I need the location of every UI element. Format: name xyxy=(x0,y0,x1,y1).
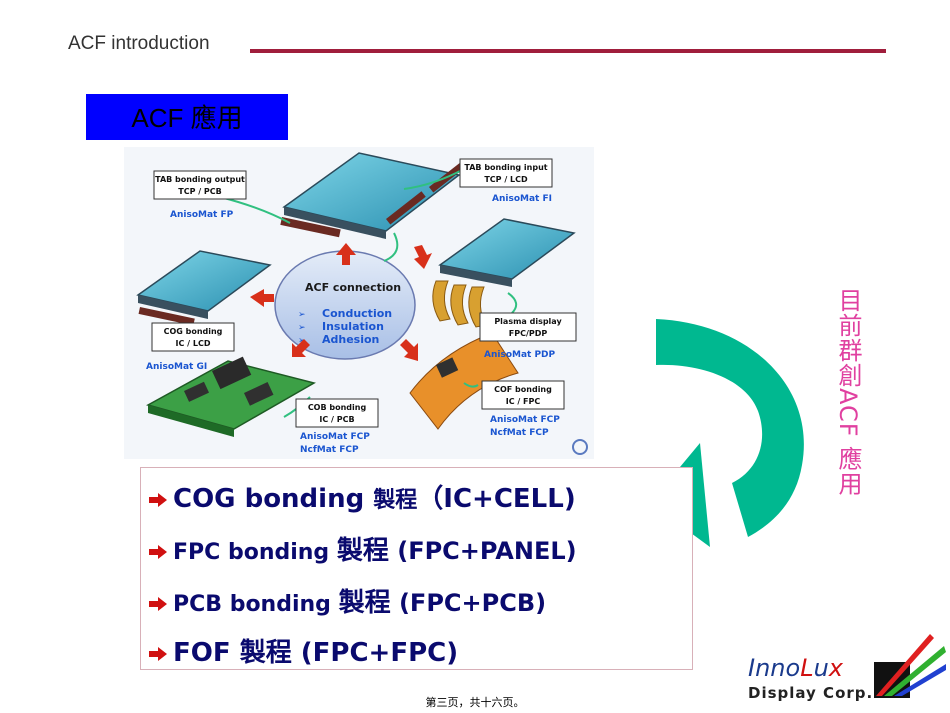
refresh-icon xyxy=(572,439,588,455)
svg-text:TCP / PCB: TCP / PCB xyxy=(178,187,222,196)
center-title: ACF connection xyxy=(305,281,401,294)
arrow-bullet-icon xyxy=(149,540,173,565)
arrow-bullet-icon xyxy=(149,484,173,514)
slide-title: ACF introduction xyxy=(68,33,210,54)
section-label-box: ACF 應用 xyxy=(86,94,288,140)
svg-text:IC / FPC: IC / FPC xyxy=(506,397,541,406)
label-cob: COB bonding IC / PCB AnisoMat FCP NcfMat… xyxy=(295,398,379,455)
list-item: COG bonding 製程（IC+CELL) xyxy=(149,478,576,515)
arrow-bullet-icon xyxy=(149,592,173,617)
svg-text:COF bonding: COF bonding xyxy=(494,385,552,394)
lcd-panel-right xyxy=(432,218,576,328)
flex-circuit xyxy=(409,332,519,430)
list-item: FPC bonding 製程 (FPC+PANEL) xyxy=(149,530,577,567)
svg-text:AnisoMat FP: AnisoMat FP xyxy=(170,210,234,220)
logo-mark-icon xyxy=(874,634,946,698)
label-tab-output: TAB bonding output TCP / PCB AnisoMat FP xyxy=(153,170,247,220)
label-cof: COF bonding IC / FPC AnisoMat FCP NcfMat… xyxy=(481,380,565,438)
svg-text:AnisoMat FI: AnisoMat FI xyxy=(492,194,552,204)
title-rule xyxy=(250,49,886,53)
svg-text:COB bonding: COB bonding xyxy=(308,403,367,412)
label-cog: COG bonding IC / LCD AnisoMat GI xyxy=(146,322,235,372)
page-number: 第三页，共十六页。 xyxy=(425,696,525,709)
svg-text:IC / PCB: IC / PCB xyxy=(319,415,354,424)
svg-text:Plasma display: Plasma display xyxy=(494,317,562,326)
list-item: PCB bonding 製程 (FPC+PCB) xyxy=(149,582,546,619)
process-list: COG bonding 製程（IC+CELL) FPC bonding 製程 (… xyxy=(140,467,693,670)
svg-text:NcfMat FCP: NcfMat FCP xyxy=(490,428,549,438)
section-label: ACF 應用 xyxy=(131,103,243,133)
svg-text:AnisoMat FCP: AnisoMat FCP xyxy=(300,432,370,442)
pcb-board xyxy=(146,356,316,437)
logo-wordmark: InnoLux xyxy=(748,654,843,682)
svg-text:TCP / LCD: TCP / LCD xyxy=(484,175,528,184)
svg-text:TAB bonding output: TAB bonding output xyxy=(155,175,245,184)
vertical-caption: 目前群創ACF 應用 xyxy=(834,288,862,497)
svg-text:AnisoMat GI: AnisoMat GI xyxy=(146,362,207,372)
svg-text:AnisoMat FCP: AnisoMat FCP xyxy=(490,415,560,425)
arrow-bullet-icon xyxy=(149,638,173,668)
label-tab-input: TAB bonding input TCP / LCD AnisoMat FI xyxy=(459,158,553,204)
list-item: FOF 製程 (FPC+FPC) xyxy=(149,632,458,669)
label-plasma: Plasma display FPC/PDP AnisoMat PDP xyxy=(479,312,577,360)
svg-text:COG bonding: COG bonding xyxy=(164,327,223,336)
svg-text:IC / LCD: IC / LCD xyxy=(176,339,211,348)
chevron-right-icon: ➢ xyxy=(298,323,306,333)
lcd-panel-top xyxy=(280,152,469,239)
lcd-panel-left xyxy=(136,250,272,326)
diagram-svg: ACF connection ➢ Conduction ➢ Insulation… xyxy=(136,152,588,455)
center-item-insulation: Insulation xyxy=(322,320,384,333)
svg-text:TAB bonding input: TAB bonding input xyxy=(464,163,547,172)
acf-application-diagram: ACF connection ➢ Conduction ➢ Insulation… xyxy=(124,147,594,459)
svg-text:NcfMat FCP: NcfMat FCP xyxy=(300,445,359,455)
logo-subtitle: Display Corp. xyxy=(748,684,874,702)
svg-text:AnisoMat PDP: AnisoMat PDP xyxy=(484,350,556,360)
leader-lines xyxy=(195,168,518,418)
direction-arrows xyxy=(250,243,432,361)
chevron-right-icon: ➢ xyxy=(298,310,306,320)
svg-text:FPC/PDP: FPC/PDP xyxy=(509,329,548,338)
center-item-conduction: Conduction xyxy=(322,307,392,320)
center-item-adhesion: Adhesion xyxy=(322,333,379,346)
